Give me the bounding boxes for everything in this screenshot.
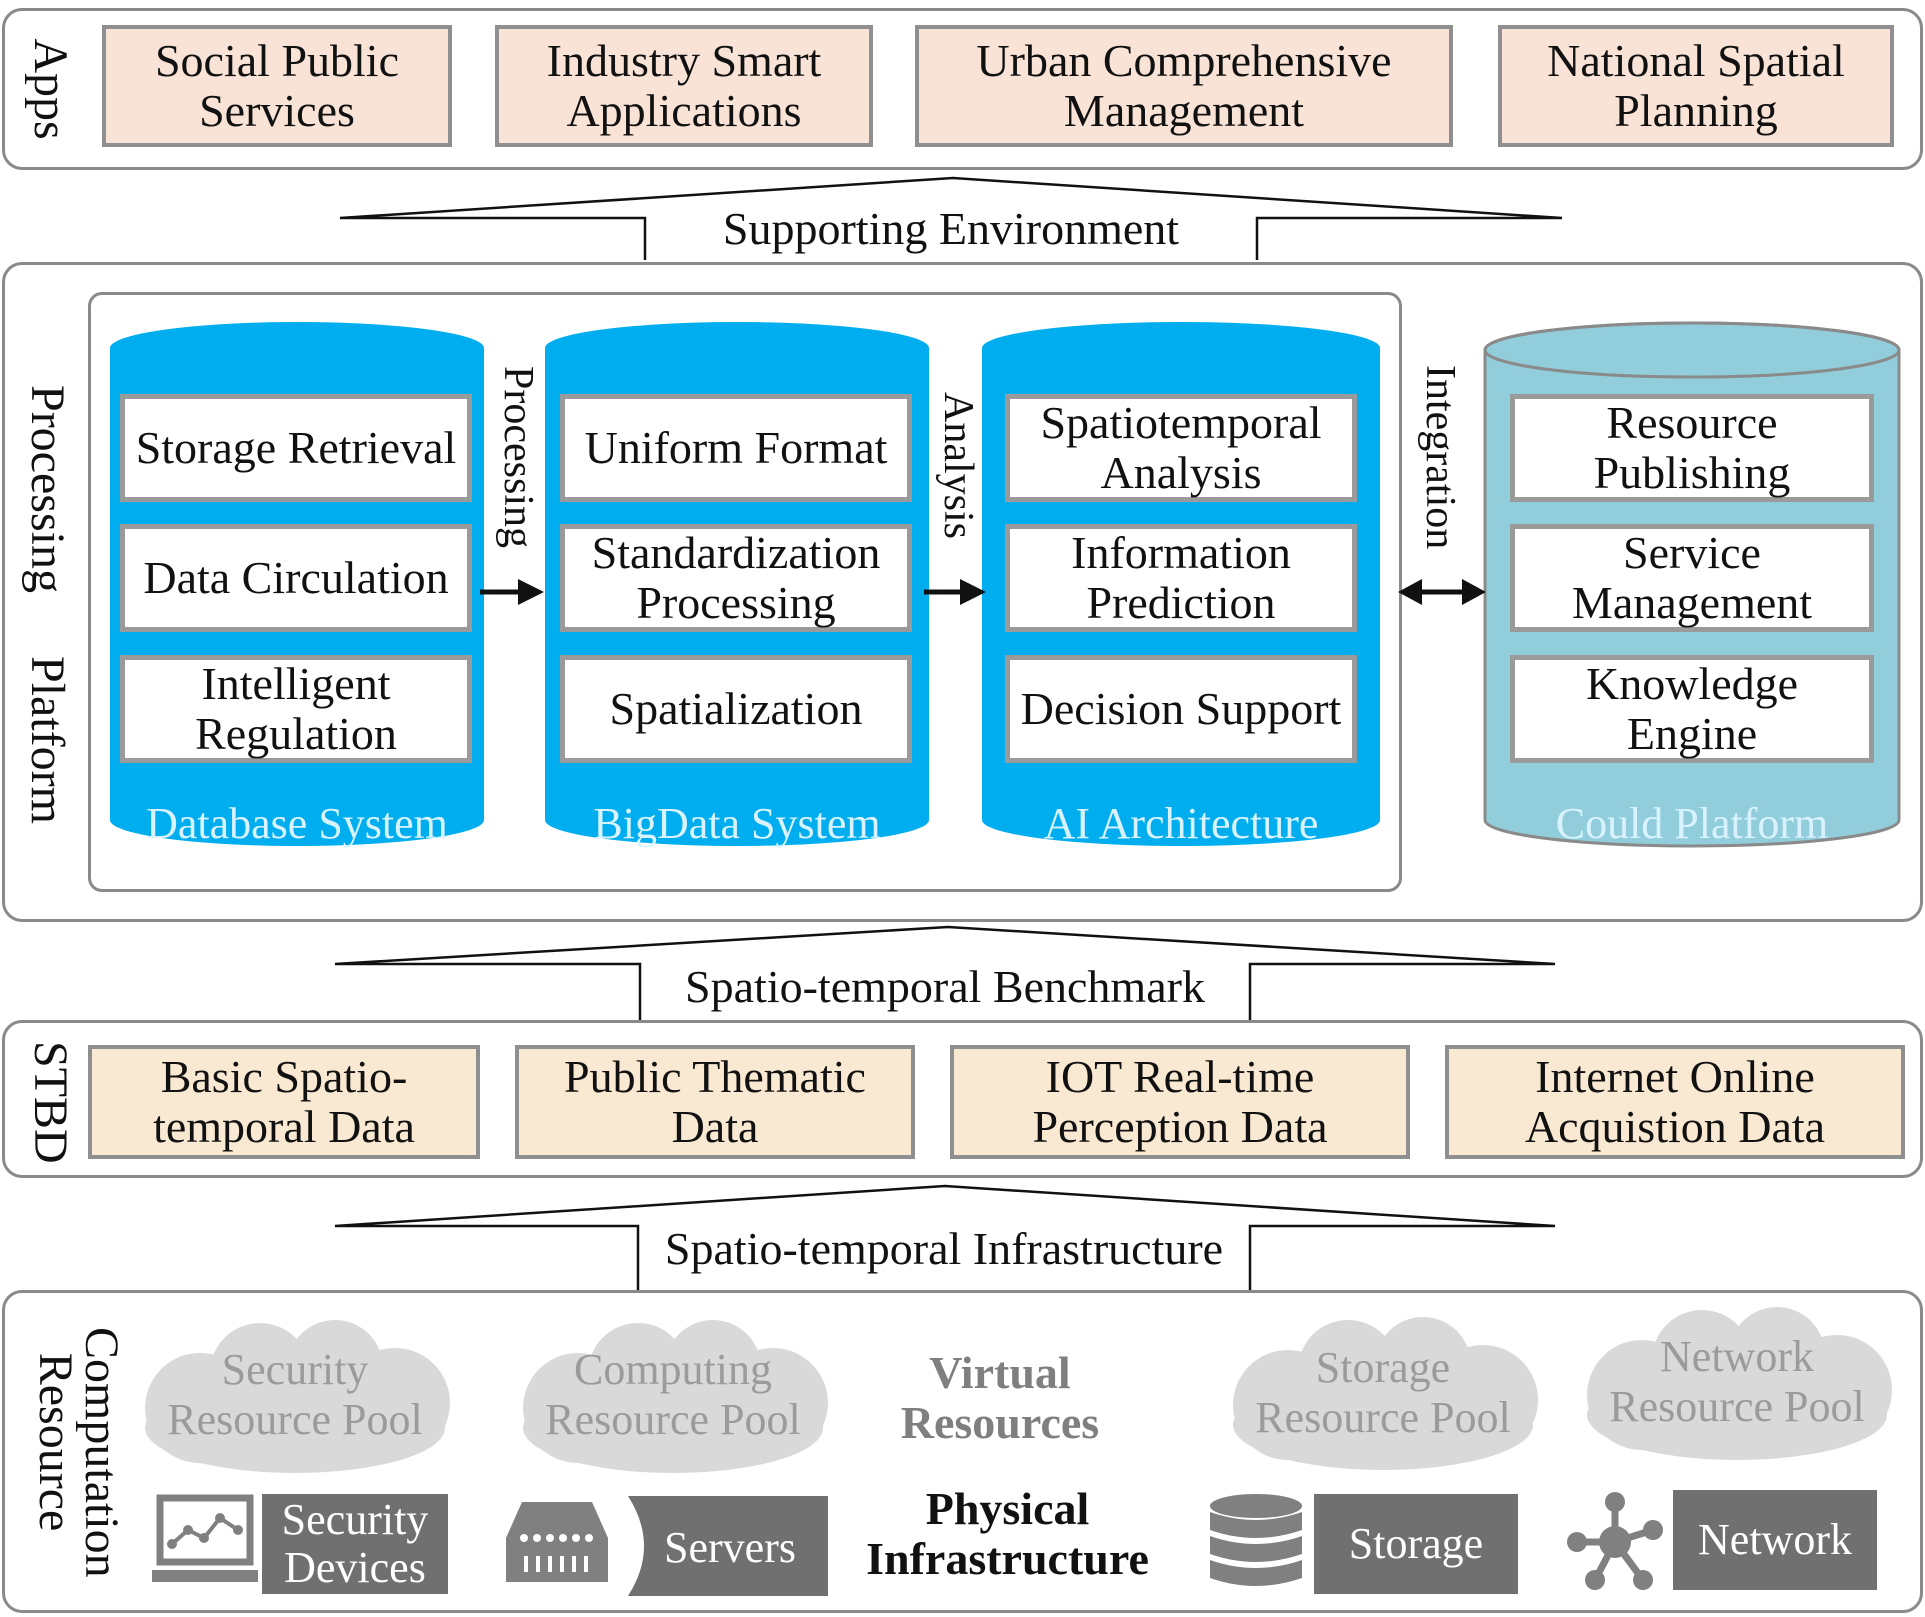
box-information-prediction: Information Prediction [1005,524,1357,632]
server-icon [506,1502,608,1582]
box-intelligent-regulation: Intelligent Regulation [120,655,472,763]
box-service-management: Service Management [1510,524,1874,632]
stbd-layer-label: STBD [24,1041,77,1164]
cloud-network-pool [1587,1307,1892,1460]
processing-platform-label-line2: Platform [21,656,74,824]
computation-resource-label-line2: Resource [29,1352,82,1532]
benchmark-connector [334,925,1556,1020]
physical-infrastructure-title: Physical Infrastructure [866,1483,1149,1584]
computation-resource-label-line1: Computation [75,1327,128,1578]
network-tag: Network [1673,1490,1877,1590]
apps-layer-label: Apps [24,38,77,140]
security-resource-pool-label: Security Resource Pool [167,1345,423,1444]
data-box-basic-spatio-temporal: Basic Spatio- temporal Data [88,1045,480,1159]
infrastructure-label: Spatio-temporal Infrastructure [664,1223,1224,1274]
box-knowledge-engine: Knowledge Engine [1510,655,1874,763]
data-box-public-thematic: Public Thematic Data [515,1045,915,1159]
label-ai-architecture: AI Architecture [1043,799,1319,848]
box-data-circulation: Data Circulation [120,524,472,632]
infrastructure-connector [334,1184,1556,1306]
analysis-arrow-label: Analysis [935,392,981,539]
processing-arrow [480,579,544,605]
app-box-national-spatial-planning: National Spatial Planning [1498,25,1894,147]
cloud-security-pool [145,1320,450,1473]
storage-tag: Storage [1314,1494,1518,1594]
servers-tag-label: Servers [664,1523,796,1572]
cloud-storage-pool [1233,1317,1538,1470]
network-resource-pool-label: Network Resource Pool [1609,1332,1865,1431]
database-stack-icon [1210,1494,1302,1586]
supporting-environment-label: Supporting Environment [722,203,1180,254]
integration-arrow [1398,579,1486,605]
processing-arrow-label: Processing [495,366,541,548]
virtual-resources-title: Virtual Resources [900,1347,1100,1448]
data-box-iot-real-time-perception: IOT Real-time Perception Data [950,1045,1410,1159]
supporting-environment-connector [339,176,1563,260]
computing-resource-pool-label: Computing Resource Pool [545,1345,801,1444]
box-spatiotemporal-analysis: Spatiotemporal Analysis [1005,394,1357,502]
cloud-computing-pool [523,1320,828,1473]
processing-platform-label-line1: Processing [21,385,74,593]
analysis-arrow [924,579,986,605]
app-box-industry-smart-applications: Industry Smart Applications [495,25,873,147]
box-storage-retrieval: Storage Retrieval [120,394,472,502]
label-database-system: Database System [146,799,448,848]
app-box-urban-comprehensive-management: Urban Comprehensive Management [915,25,1453,147]
box-spatialization: Spatialization [560,655,912,763]
monitor-chart-icon [152,1494,258,1582]
integration-arrow-label: Integration [1417,365,1463,550]
app-box-social-public-services: Social Public Services [102,25,452,147]
servers-tag-shape [628,1496,828,1596]
data-box-internet-online-acquistion: Internet Online Acquistion Data [1445,1045,1905,1159]
box-uniform-format: Uniform Format [560,394,912,502]
network-nodes-icon [1567,1492,1663,1590]
security-devices-tag: Security Devices [262,1494,448,1594]
box-decision-support: Decision Support [1005,655,1357,763]
box-standardization-processing: Standardization Processing [560,524,912,632]
label-could-platform: Could Platform [1555,799,1829,848]
box-resource-publishing: Resource Publishing [1510,394,1874,502]
label-bigdata-system: BigData System [593,799,881,848]
benchmark-label: Spatio-temporal Benchmark [685,961,1205,1012]
storage-resource-pool-label: Storage Resource Pool [1255,1343,1511,1442]
